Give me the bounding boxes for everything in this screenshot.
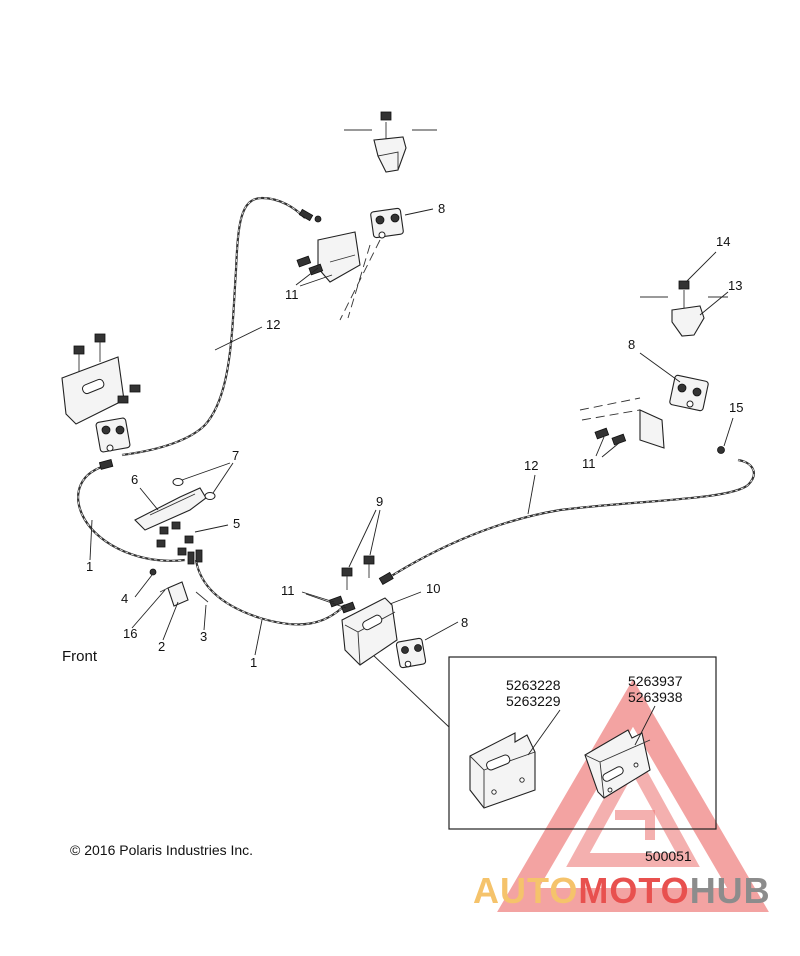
caliper-upper bbox=[317, 207, 434, 321]
callout-labels: 8 11 12 14 13 8 15 11 12 7 6 5 9 1 4 11 … bbox=[86, 201, 743, 670]
cable-12-upper bbox=[121, 196, 322, 457]
callout-10: 10 bbox=[426, 581, 440, 596]
bolts-upper-11 bbox=[295, 255, 333, 287]
callout-9: 9 bbox=[376, 494, 383, 509]
callout-2: 2 bbox=[158, 639, 165, 654]
part-number-left-1: 5263228 bbox=[506, 677, 561, 693]
copyright-text: © 2016 Polaris Industries Inc. bbox=[70, 842, 254, 858]
callout-3: 3 bbox=[200, 629, 207, 644]
inset-bracket-left bbox=[469, 732, 536, 809]
part-number-right-1: 5263937 bbox=[628, 673, 683, 689]
callout-12-upper: 12 bbox=[266, 317, 280, 332]
callout-8-right: 8 bbox=[628, 337, 635, 352]
bolts-9 bbox=[341, 509, 381, 590]
callout-5: 5 bbox=[233, 516, 240, 531]
inset-part-numbers: 5263228 5263229 5263937 5263938 bbox=[506, 673, 683, 709]
part-15-nut bbox=[717, 417, 734, 454]
callout-13: 13 bbox=[728, 278, 742, 293]
caliper-left bbox=[61, 333, 141, 453]
right-mount-bracket bbox=[640, 251, 729, 337]
callout-14: 14 bbox=[716, 234, 730, 249]
callout-8-center: 8 bbox=[461, 615, 468, 630]
callout-1-left: 1 bbox=[86, 559, 93, 574]
parts-2-3-4-16 bbox=[131, 549, 209, 641]
callout-16: 16 bbox=[123, 626, 137, 641]
callout-1-lower: 1 bbox=[250, 655, 257, 670]
callout-11-center: 11 bbox=[281, 583, 295, 598]
callout-7: 7 bbox=[232, 448, 239, 463]
bolts-5 bbox=[156, 521, 229, 556]
cable-12-right bbox=[378, 458, 755, 586]
cable-1-left bbox=[77, 459, 186, 562]
watermark-triangle bbox=[497, 679, 769, 912]
caliper-right bbox=[579, 352, 709, 449]
callout-11-upper: 11 bbox=[285, 287, 299, 302]
caliper-center-8 bbox=[395, 621, 459, 669]
callout-15: 15 bbox=[729, 400, 743, 415]
brake-lever-6 bbox=[134, 462, 234, 531]
center-bracket-10 bbox=[341, 591, 422, 666]
watermark-hub: HUB bbox=[689, 870, 771, 911]
callout-6: 6 bbox=[131, 472, 138, 487]
watermark-logo-text: AUTOMOTOHUB bbox=[473, 870, 771, 912]
callout-4: 4 bbox=[121, 591, 128, 606]
inset-box bbox=[371, 653, 717, 830]
watermark-auto: AUTO bbox=[473, 870, 579, 911]
callout-11-right: 11 bbox=[582, 456, 596, 471]
top-mount-bracket bbox=[344, 111, 437, 173]
front-label: Front bbox=[62, 648, 98, 665]
callout-8-upper: 8 bbox=[438, 201, 445, 216]
bolts-right-11 bbox=[594, 427, 627, 458]
part-number-right-2: 5263938 bbox=[628, 689, 683, 705]
bolts-center-11 bbox=[301, 591, 356, 614]
cable-1-lower bbox=[194, 559, 346, 656]
callout-12-right: 12 bbox=[524, 458, 538, 473]
inset-bracket-right bbox=[584, 729, 651, 799]
figure-number: 500051 bbox=[645, 848, 692, 864]
part-number-left-2: 5263229 bbox=[506, 693, 561, 709]
watermark-moto: MOTO bbox=[578, 870, 690, 911]
